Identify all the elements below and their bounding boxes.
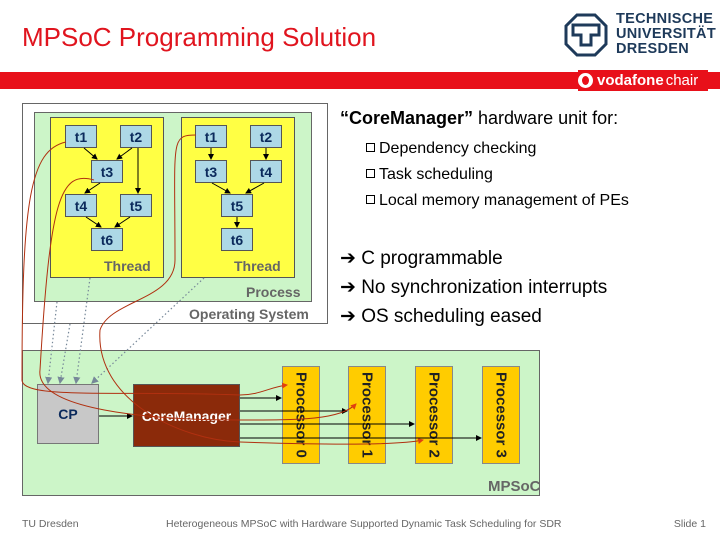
task-node: t4: [65, 194, 97, 217]
point-item: ➔ C programmable: [340, 244, 629, 273]
processor-label: Processor 2: [425, 372, 443, 458]
os-label: Operating System: [189, 306, 309, 322]
task-node: t6: [91, 228, 123, 251]
point-text: C programmable: [361, 248, 503, 269]
thread-label: Thread: [234, 258, 281, 274]
task-node: t5: [221, 194, 253, 217]
footer-left: TU Dresden: [22, 518, 79, 530]
sponsor-name: vodafone: [597, 72, 664, 89]
slide-title: MPSoC Programming Solution: [22, 22, 377, 52]
task-node: t3: [91, 160, 123, 183]
task-node: t6: [221, 228, 253, 251]
logo-line: TECHNISCHE: [616, 11, 714, 27]
arrow-icon: ➔: [340, 306, 362, 327]
processor-label: Processor 1: [358, 372, 376, 458]
data-arrows: [99, 395, 482, 441]
task-node: t1: [195, 125, 227, 148]
mpsoc-label: MPSoC: [488, 478, 541, 495]
bullet-item: Dependency checking: [366, 136, 629, 162]
logo-line: UNIVERSITÄT: [616, 26, 716, 42]
mpsoc-box: [22, 350, 540, 496]
arrow-icon: ➔: [340, 277, 362, 298]
bullet-item: Local memory management of PEs: [366, 188, 629, 214]
task-node: t2: [120, 125, 152, 148]
task-dependency-arrows: [83, 147, 269, 228]
point-text: No synchronization interrupts: [361, 277, 608, 298]
dotted-mapping-lines: [45, 277, 205, 385]
point-item: ➔ No synchronization interrupts: [340, 273, 629, 302]
content-panel: “CoreManager” hardware unit for: Depende…: [340, 108, 629, 331]
sponsor-suffix: chair: [665, 72, 699, 89]
processor-2: Processor 2: [415, 366, 453, 464]
processor-0: Processor 0: [282, 366, 320, 464]
processor-label: Processor 0: [292, 372, 310, 458]
processor-3: Processor 3: [482, 366, 520, 464]
process-label: Process: [246, 284, 301, 300]
thread-label: Thread: [104, 258, 151, 274]
processor-1: Processor 1: [348, 366, 386, 464]
brand-bar: [0, 72, 720, 89]
heading-bold: “CoreManager”: [340, 108, 474, 128]
footer-center: Heterogeneous MPSoC with Hardware Suppor…: [166, 518, 562, 530]
heading-rest: hardware unit for:: [473, 108, 619, 128]
task-node: t3: [195, 160, 227, 183]
point-item: ➔ OS scheduling eased: [340, 302, 629, 331]
point-text: OS scheduling eased: [361, 306, 542, 327]
footer-slide-number: Slide 1: [673, 518, 706, 530]
logo-line: DRESDEN: [616, 41, 689, 57]
task-node: t1: [65, 125, 97, 148]
arrow-icon: ➔: [340, 248, 362, 269]
red-control-lines: [21, 134, 424, 445]
task-node: t2: [250, 125, 282, 148]
task-node: t5: [120, 194, 152, 217]
content-heading: “CoreManager” hardware unit for:: [340, 108, 629, 136]
processor-label: Processor 3: [492, 372, 510, 458]
cp-block: CP: [37, 384, 99, 444]
vodafone-icon: [578, 73, 593, 88]
task-node: t4: [250, 160, 282, 183]
bullet-item: Task scheduling: [366, 162, 629, 188]
